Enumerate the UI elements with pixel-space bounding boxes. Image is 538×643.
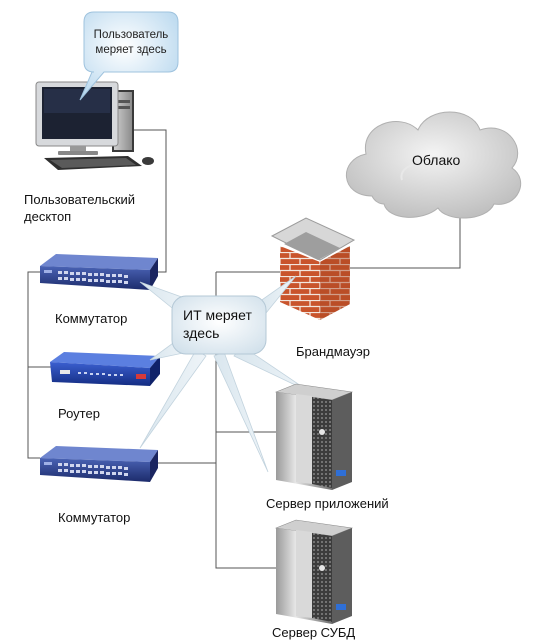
router-icon	[50, 352, 160, 386]
desktop-label-line-1: Пользовательский	[24, 192, 136, 207]
link-desktop-switch	[124, 129, 167, 273]
desktop-label: Пользовательский десктоп	[24, 191, 135, 225]
switch-icon	[40, 446, 158, 482]
user-measures-text: Пользователь меряет здесь	[86, 28, 176, 58]
desktop-label-line-2: десктоп	[24, 209, 72, 224]
it-measures-text: ИТ меряет здесь	[183, 306, 252, 342]
db-server-label: Сервер СУБД	[272, 625, 356, 640]
switch-bottom-label: Коммутатор	[58, 510, 131, 525]
desktop-computer-icon	[35, 81, 154, 170]
user-measures-bubble	[79, 11, 179, 101]
server-icon	[274, 519, 354, 624]
it-measures-line-2: здесь	[183, 325, 220, 341]
link-left-bus	[27, 271, 40, 459]
server-icon	[274, 383, 354, 490]
switch-icon	[40, 254, 158, 290]
user-measures-line-1: Пользователь	[93, 29, 169, 41]
it-measures-bubble	[171, 295, 267, 355]
firewall-label: Брандмауэр	[296, 344, 370, 359]
firewall-icon	[270, 217, 356, 320]
cloud-label: Облако	[412, 152, 461, 168]
app-server-label: Сервер приложений	[266, 496, 389, 511]
it-measures-line-1: ИТ меряет	[183, 307, 252, 323]
cloud-icon	[346, 111, 522, 219]
switch-top-label: Коммутатор	[55, 311, 128, 326]
router-label: Роутер	[58, 406, 100, 421]
connection-lines	[27, 129, 461, 569]
link-main-bus	[215, 272, 276, 569]
user-measures-line-2: меряет здесь	[95, 44, 167, 56]
link-firewall-cloud	[350, 205, 461, 269]
